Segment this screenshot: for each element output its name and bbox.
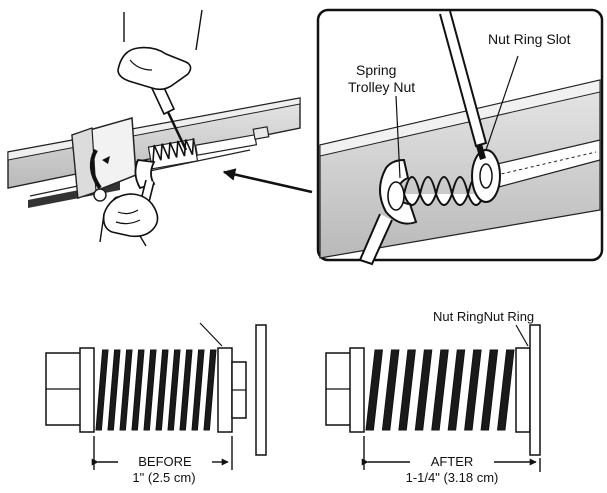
before-measure: 1" (2.5 cm) [132, 470, 195, 485]
before-spring-diagram: BEFORE 1" (2.5 cm) [45, 322, 267, 485]
spring-turn [179, 349, 193, 431]
after-spring-diagram: Nut RingNut Ring AFTER 1-1/4" (3.18 cm) [325, 309, 541, 485]
spring-turn [155, 349, 169, 431]
nut-ring-slot-label: Nut Ring Slot [488, 31, 571, 47]
spring-turn [107, 349, 121, 431]
spring-turn [119, 349, 133, 431]
spring-icon [147, 126, 270, 170]
overview-illustration [7, 9, 301, 247]
trolley-nut-label: Trolley Nut [348, 79, 415, 95]
spring-turn [480, 349, 499, 431]
hand-icon [117, 9, 203, 91]
spring-turn [496, 349, 515, 431]
wrench-icon [358, 158, 418, 266]
spring-turn [131, 349, 145, 431]
spring-turn [143, 349, 157, 431]
screwdriver-icon [439, 10, 488, 160]
spring-turn [203, 349, 217, 431]
spring-coil [365, 349, 515, 431]
arrow-icon [222, 168, 313, 194]
spring-icon [403, 176, 485, 206]
spring-turn [191, 349, 205, 431]
hand-icon [99, 193, 159, 247]
spring-turn [414, 349, 433, 431]
before-label: BEFORE [138, 454, 192, 469]
nut-ring-label: Nut RingNut Ring [433, 309, 534, 324]
spring-turn [447, 349, 466, 431]
spring-label: Spring [356, 62, 396, 78]
spring-turn [381, 349, 400, 431]
spring-turn [95, 349, 109, 431]
spring-coil [95, 349, 217, 431]
callout-detail: Nut Ring Slot Spring Trolley Nut [316, 8, 604, 266]
after-measure: 1-1/4" (3.18 cm) [406, 470, 499, 485]
spring-turn [398, 349, 416, 431]
spring-turn [365, 349, 384, 431]
after-label: AFTER [431, 454, 474, 469]
spring-turn [464, 349, 482, 431]
trolley [71, 117, 137, 208]
spring-turn [167, 349, 181, 431]
spring-turn [431, 349, 449, 431]
